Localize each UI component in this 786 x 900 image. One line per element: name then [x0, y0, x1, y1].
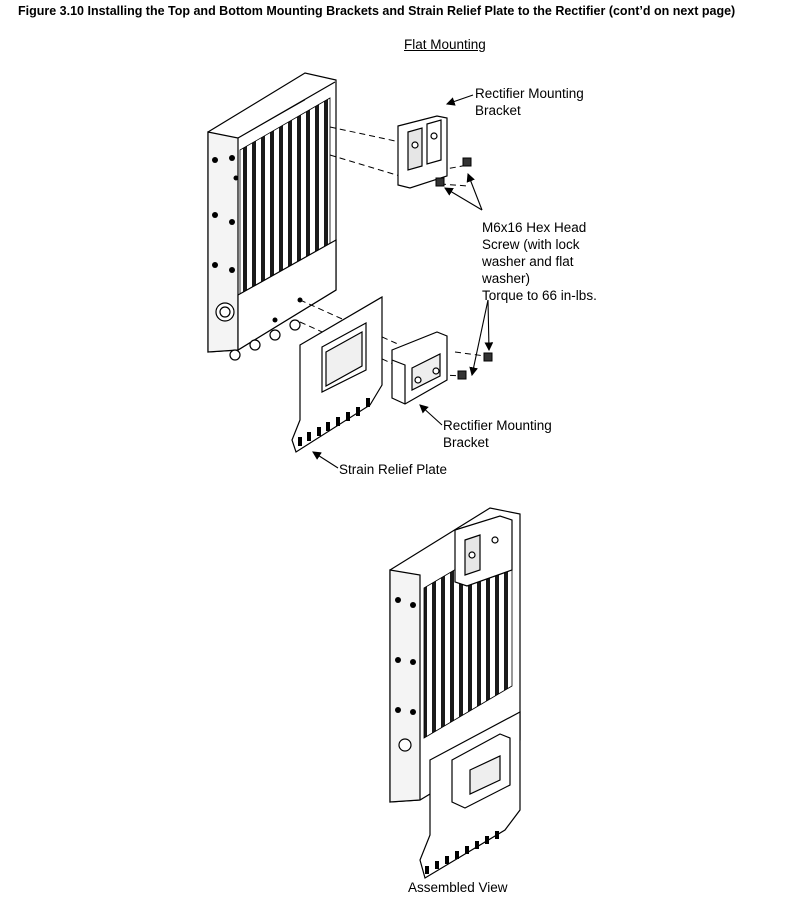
strain-relief-plate: [291, 295, 383, 453]
top-mounting-bracket: [397, 115, 448, 189]
strain-relief-leader: [312, 451, 339, 469]
bottom-bracket-label: Rectifier Mounting Bracket: [443, 418, 552, 450]
top-bracket-leader: [445, 94, 474, 106]
screw-leader-2: [444, 187, 483, 211]
top-bracket-label: Rectifier Mounting Bracket: [475, 86, 584, 118]
assembled-view-label: Assembled View: [408, 880, 508, 895]
assembled-top-bracket: [454, 515, 513, 587]
assembled-bottom-bracket: [451, 733, 511, 809]
screw-leader-1: [466, 172, 483, 211]
screw-label: M6x16 Hex Head Screw (with lock washer a…: [482, 220, 587, 286]
rectifier-connector: [215, 302, 301, 361]
torque-leader-1: [469, 299, 489, 377]
torque-leader-2: [484, 299, 494, 352]
bottom-screws: [457, 352, 493, 380]
rectifier-unit-exploded: [207, 72, 337, 353]
rectifier-side-holes: [212, 155, 303, 323]
assembled-side-holes: [395, 597, 499, 874]
figure-caption: Figure 3.10 Installing the Top and Botto…: [18, 4, 736, 18]
strain-relief-slots: [298, 398, 370, 446]
bottom-mounting-bracket: [391, 331, 448, 405]
top-screws: [435, 157, 472, 187]
flat-mounting-title: Flat Mounting: [404, 37, 486, 52]
strain-relief-label: Strain Relief Plate: [339, 462, 448, 477]
bottom-bracket-leader: [419, 404, 443, 426]
rectifier-unit-assembled: [389, 507, 521, 803]
torque-label: Torque to 66 in-lbs.: [482, 288, 597, 303]
